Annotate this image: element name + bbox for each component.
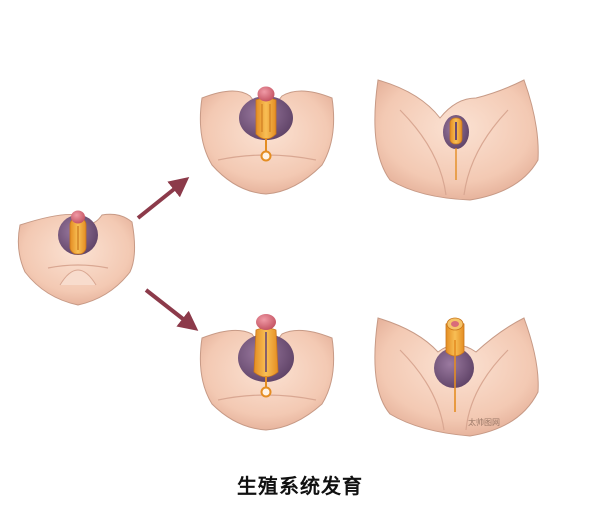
arrow-to-upper	[136, 177, 190, 220]
watermark-text: 太帅图网	[468, 418, 500, 427]
figure-caption: 生殖系统发育	[237, 474, 363, 498]
upper-stage-early-panel	[199, 86, 335, 195]
indifferent-stage-panel	[17, 210, 136, 306]
lower-stage-late-panel	[374, 317, 539, 437]
arrow-to-lower	[144, 288, 199, 331]
upper-stage-late-panel	[374, 79, 539, 201]
lower-stage-early-panel	[199, 314, 335, 431]
